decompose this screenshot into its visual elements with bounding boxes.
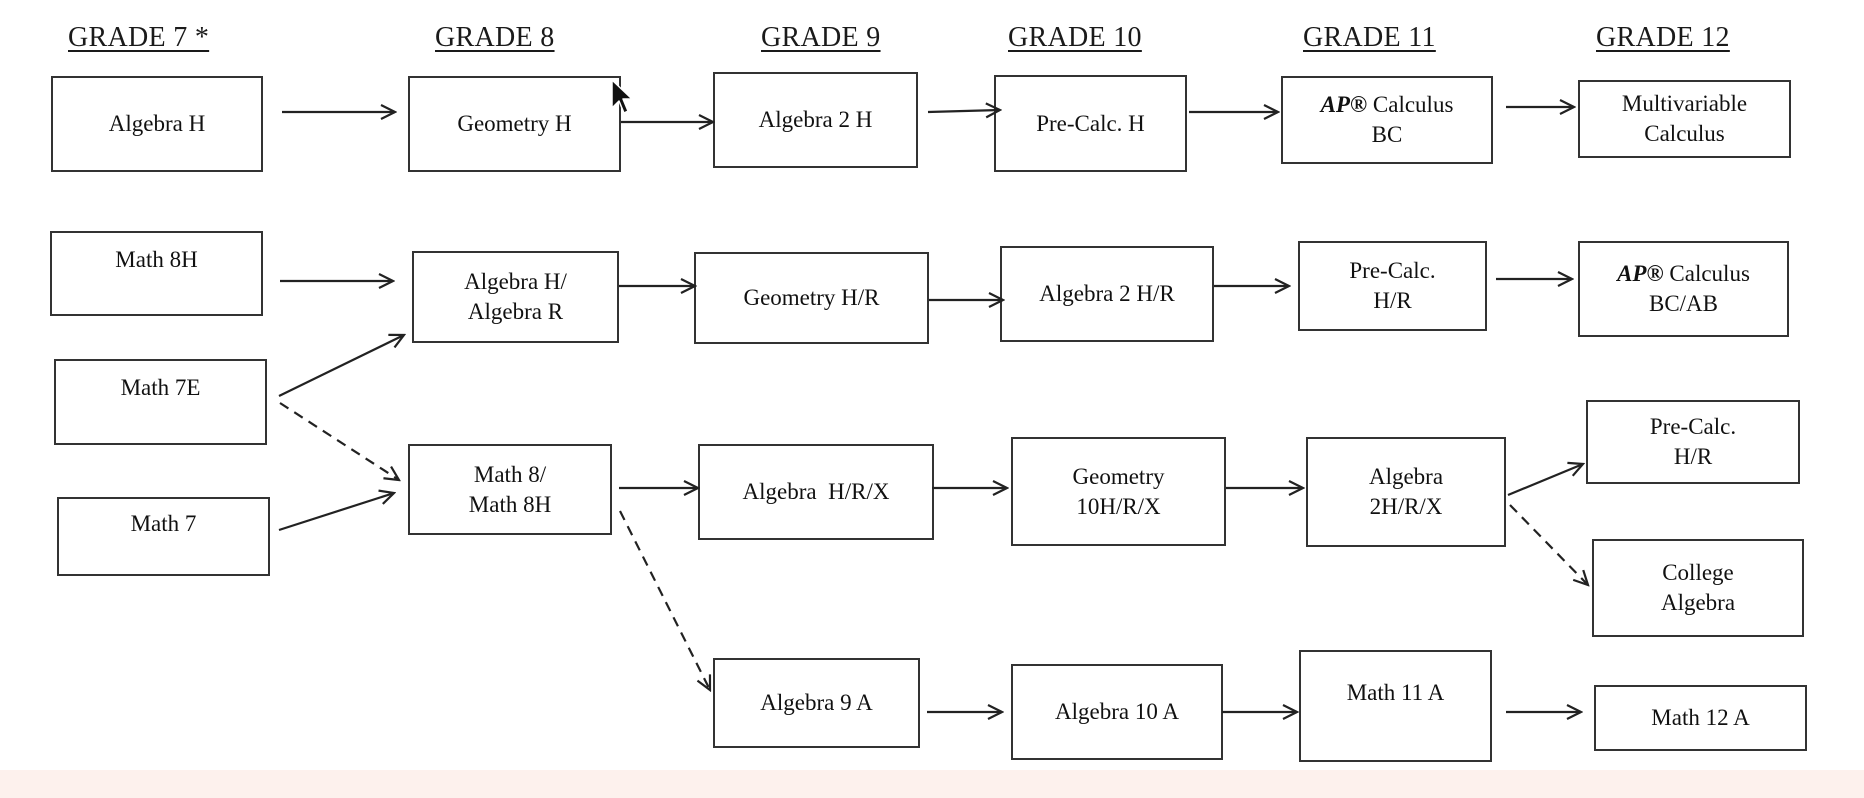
course-ap-calculus-bc-g11: AP® Calculus BC bbox=[1281, 76, 1493, 164]
course-label: Math 11 A bbox=[1346, 680, 1445, 705]
course-label: Algebra H/R/X bbox=[742, 479, 890, 504]
course-label: Pre-Calc. H bbox=[1036, 110, 1145, 136]
course-label: Geometry H bbox=[457, 111, 572, 136]
course-algebra-h-g7: Algebra H bbox=[51, 76, 263, 172]
course-label: Algebra H bbox=[108, 111, 206, 136]
course-label-line-1: College bbox=[1662, 560, 1734, 585]
grade-9-header: GRADE 9 bbox=[761, 22, 881, 53]
course-geometry-10-g10: Geometry 10H/R/X bbox=[1011, 437, 1226, 546]
course-math-11-a-g11: Math 11 A bbox=[1299, 650, 1492, 762]
course-pre-calc-h-r-g12: Pre-Calc. H/R bbox=[1586, 400, 1800, 484]
arrow-math-8-to-algebra-9-a-dashed bbox=[619, 510, 710, 690]
course-algebra-2-h-r-g10: Algebra 2 H/R bbox=[1000, 246, 1214, 342]
grade-8-header: GRADE 8 bbox=[435, 22, 555, 53]
ap-mark: AP® bbox=[1320, 92, 1368, 117]
course-label: Math 7E bbox=[120, 375, 201, 400]
grade-10-header: GRADE 10 bbox=[1008, 22, 1142, 53]
course-label-line-1: AP® Calculus bbox=[1321, 90, 1454, 120]
course-college-algebra-g12: College Algebra bbox=[1592, 539, 1804, 637]
course-label-line-1: Pre-Calc. bbox=[1349, 258, 1436, 283]
course-label-line-1: Multivariable bbox=[1621, 91, 1748, 116]
course-label-line-2: H/R bbox=[1373, 288, 1412, 313]
course-label-line-1: AP® Calculus bbox=[1617, 259, 1750, 289]
arrow-algebra-2h-r-x-to-college-algebra-dashed bbox=[1509, 504, 1588, 585]
course-label: Algebra 2 H/R bbox=[1039, 281, 1175, 306]
course-algebra-2-h-g9: Algebra 2 H bbox=[713, 72, 918, 168]
course-label-line-1: Math 8/ bbox=[473, 461, 547, 487]
course-label: Math 8H bbox=[115, 247, 198, 272]
course-label-line-1: Pre-Calc. bbox=[1649, 414, 1737, 439]
arrow-algebra-2h-r-x-to-pre-calc bbox=[1507, 464, 1583, 497]
course-label-line-2: H/R bbox=[1673, 444, 1713, 469]
grade-11-header: GRADE 11 bbox=[1303, 22, 1436, 53]
course-label: Algebra 10 A bbox=[1055, 699, 1179, 724]
course-math-8-g8: Math 8/ Math 8H bbox=[408, 444, 612, 535]
course-pre-calc-h-r-g11: Pre-Calc. H/R bbox=[1298, 241, 1487, 331]
ap-mark: AP® bbox=[1617, 261, 1664, 286]
course-algebra-h-r-x-g9: Algebra H/R/X bbox=[698, 444, 934, 540]
grade-7-header: GRADE 7 * bbox=[68, 22, 210, 53]
course-pre-calc-h-g10: Pre-Calc. H bbox=[994, 75, 1187, 172]
course-math-7-g7: Math 7 bbox=[57, 497, 270, 576]
course-label-line-2: Algebra bbox=[1660, 590, 1736, 615]
arrow-math-7-to-math-8 bbox=[278, 493, 394, 532]
course-label-line-2: BC bbox=[1371, 122, 1403, 147]
course-math-7e-g7: Math 7E bbox=[54, 359, 267, 445]
course-label-text: Calculus bbox=[1367, 92, 1454, 117]
course-algebra-h-r-g8: Algebra H/ Algebra R bbox=[412, 251, 619, 343]
course-label-line-2: 2H/R/X bbox=[1369, 494, 1443, 519]
course-math-8h-g7: Math 8H bbox=[50, 231, 263, 316]
course-label-line-1: Algebra bbox=[1368, 464, 1444, 489]
course-label: Algebra 2 H bbox=[758, 107, 873, 132]
course-label: Algebra 9 A bbox=[760, 690, 873, 715]
course-math-12-a-g12: Math 12 A bbox=[1594, 685, 1807, 751]
arrow-algebra-2-h-to-pre-calc-h bbox=[927, 110, 1000, 112]
course-label: Math 12 A bbox=[1651, 705, 1750, 730]
course-label-line-1: Geometry bbox=[1072, 463, 1165, 489]
course-label-line-2: Algebra R bbox=[467, 299, 564, 324]
course-ap-calculus-bc-ab-g12: AP® Calculus BC/AB bbox=[1578, 241, 1789, 337]
course-label-line-2: Calculus bbox=[1644, 121, 1725, 146]
course-multivariable-calculus-g12: Multivariable Calculus bbox=[1578, 80, 1791, 158]
course-label-line-2: BC/AB bbox=[1648, 291, 1719, 316]
course-geometry-h-g8: Geometry H bbox=[408, 76, 621, 172]
course-label-text: Calculus bbox=[1663, 261, 1750, 286]
grade-12-header: GRADE 12 bbox=[1596, 22, 1730, 53]
course-label-line-2: Math 8H bbox=[468, 491, 552, 517]
arrow-math-7e-to-math-8-dashed bbox=[279, 402, 399, 480]
arrow-math-7e-to-algebra-h-r bbox=[278, 335, 404, 397]
course-label: Math 7 bbox=[130, 511, 197, 536]
course-algebra-2-h-r-x-g11: Algebra 2H/R/X bbox=[1306, 437, 1506, 547]
course-label-line-1: Algebra H/ bbox=[464, 269, 567, 294]
course-label-line-2: 10H/R/X bbox=[1076, 493, 1161, 519]
course-algebra-9-a-g9: Algebra 9 A bbox=[713, 658, 920, 748]
bottom-band bbox=[0, 770, 1864, 798]
mouse-pointer-icon bbox=[611, 79, 633, 114]
course-algebra-10-a-g10: Algebra 10 A bbox=[1011, 664, 1223, 760]
course-geometry-h-r-g9: Geometry H/R bbox=[694, 252, 929, 344]
course-label: Geometry H/R bbox=[743, 285, 880, 310]
